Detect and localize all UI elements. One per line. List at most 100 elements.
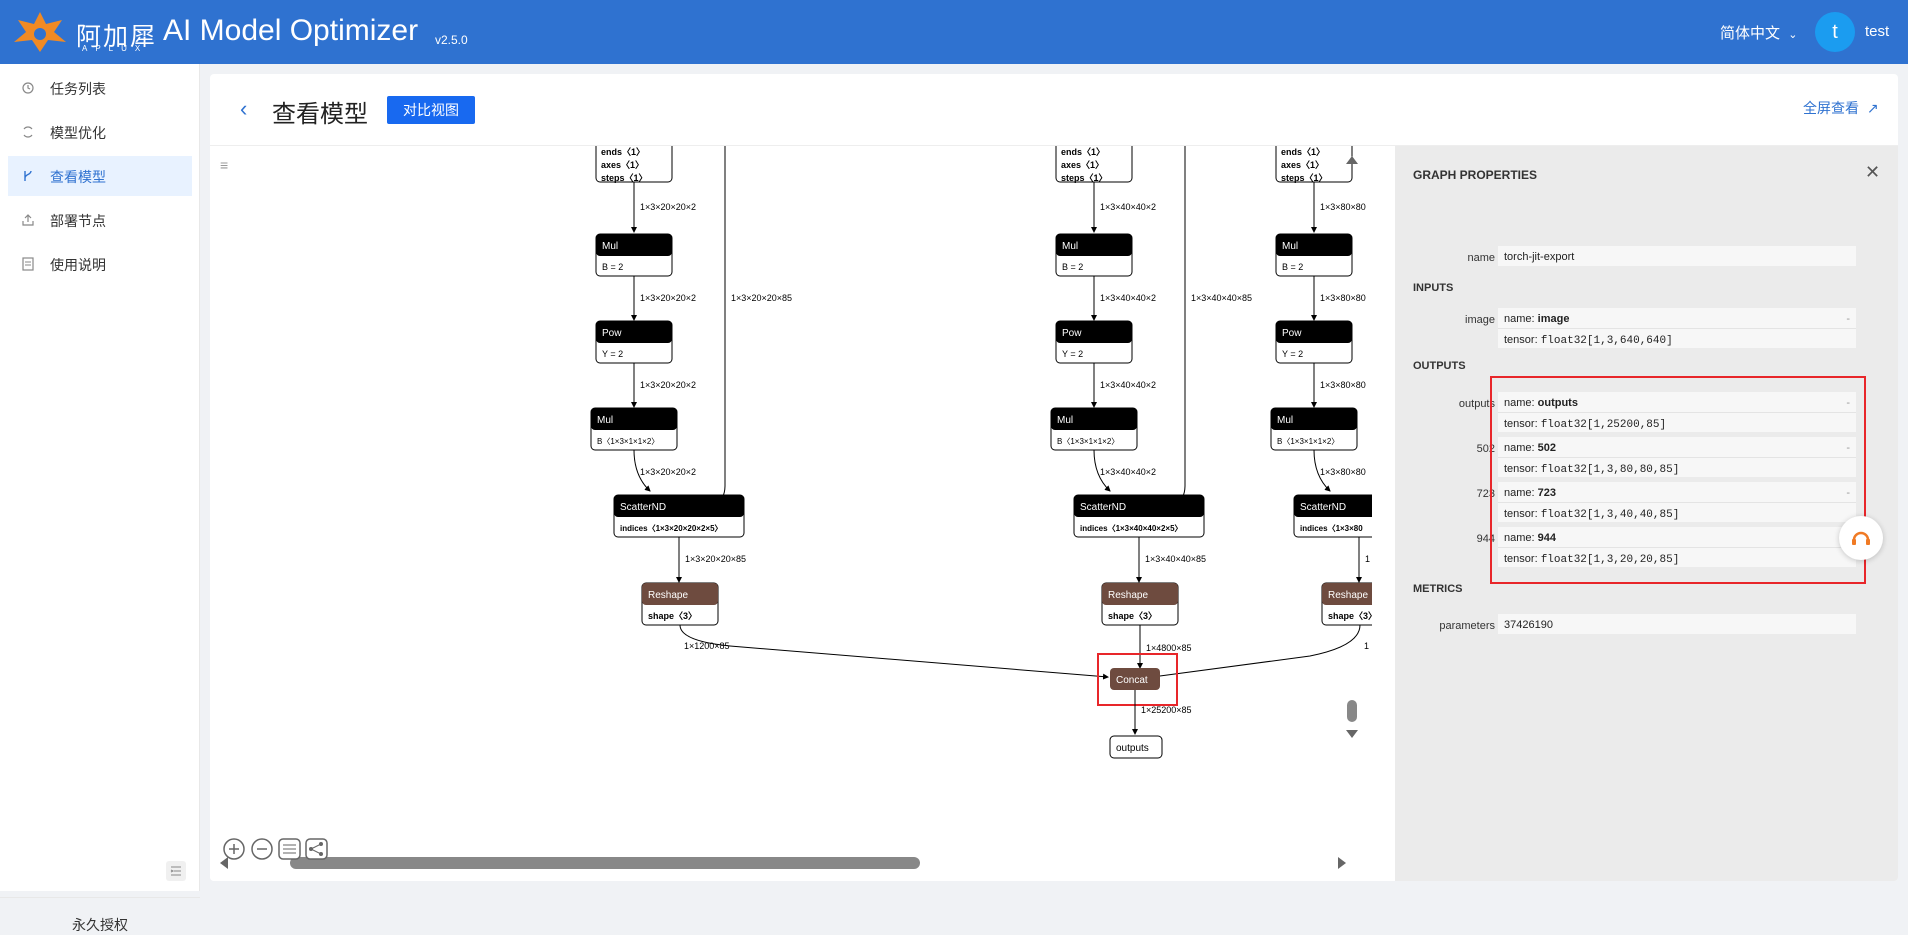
sidebar: 任务列表 模型优化 查看模型 部署节点 使用说明 永久授权 (0, 64, 200, 933)
output-tensor: float32[1,25200,85] (1540, 419, 1667, 431)
license-status[interactable]: 永久授权 (72, 917, 128, 933)
collapse-sidebar-button[interactable] (166, 861, 186, 881)
prop-label: 944 (1476, 533, 1495, 545)
section-title: OUTPUTS (1413, 360, 1466, 372)
section-title: INPUTS (1413, 282, 1454, 294)
name-prefix: name: (1504, 442, 1538, 454)
node-attr: B〈1×3×1×1×2〉 (597, 437, 659, 446)
edge-label: 1×25200×85 (1141, 705, 1192, 715)
main-card: ‹ 查看模型 对比视图 全屏查看 ↗ ≡ ends〈1〉 axes〈1〉 ste… (210, 74, 1898, 881)
edge-label: 1×3×40×40×2 (1100, 380, 1156, 390)
input-tensor: float32[1,3,640,640] (1540, 335, 1673, 347)
node-title: Mul (1277, 415, 1293, 426)
branch-icon (24, 170, 32, 181)
graph-edge (633, 449, 651, 492)
zoom-out-icon[interactable] (251, 838, 273, 860)
document-icon (22, 257, 34, 271)
node-attr: B = 2 (1062, 262, 1083, 272)
model-graph[interactable]: ≡ ends〈1〉 axes〈1〉 steps〈1〉 1×3×20×20×2 1… (210, 146, 1372, 881)
edge-label: 1×1200×85 (684, 641, 730, 651)
node-attr: Y = 2 (1282, 349, 1303, 359)
language-selector[interactable]: 简体中文 ⌄ (1720, 22, 1797, 43)
tensor-prefix: tensor: (1504, 418, 1541, 430)
sidebar-item-tasks[interactable]: 任务列表 (8, 68, 192, 108)
edge-label: 1×3×20×20×2 (640, 467, 696, 477)
sidebar-item-optimize[interactable]: 模型优化 (8, 112, 192, 152)
node-title: Mul (1062, 241, 1078, 252)
edge-label: 1×3×20×20×2 (640, 202, 696, 212)
expand-toggle[interactable]: - (1846, 313, 1850, 325)
prop-value-box: torch-jit-export (1498, 246, 1856, 266)
expand-icon: ↗ (1866, 100, 1879, 116)
graph-canvas[interactable]: ≡ ends〈1〉 axes〈1〉 steps〈1〉 1×3×20×20×2 1… (210, 146, 1372, 881)
node-title: Pow (1062, 328, 1082, 339)
node-title: Reshape (648, 590, 688, 601)
vertical-scrollbar-thumb[interactable] (1347, 700, 1357, 722)
node-attr: axes〈1〉 (1061, 160, 1104, 170)
graph-edge (679, 624, 1109, 680)
output-box[interactable]: name: 723- tensor: float32[1,3,40,40,85] (1498, 482, 1856, 522)
customer-service-button[interactable] (1839, 516, 1883, 560)
sidebar-item-label: 部署节点 (50, 213, 106, 229)
fullscreen-button[interactable]: 全屏查看 ↗ (1803, 98, 1879, 118)
node-title: Mul (1057, 415, 1073, 426)
node-concat[interactable] (1110, 668, 1160, 690)
sidebar-item-label: 使用说明 (50, 257, 106, 273)
node-attr: ends〈1〉 (1281, 147, 1325, 157)
sidebar-item-deploy[interactable]: 部署节点 (8, 200, 192, 240)
app-title: AI Model Optimizer (163, 14, 419, 47)
list-collapse-icon (170, 866, 181, 876)
name-prefix: name: (1504, 397, 1538, 409)
page-title: 查看模型 (272, 101, 368, 128)
prop-label: outputs (1458, 398, 1495, 410)
menu-icon[interactable]: ≡ (220, 157, 228, 173)
scroll-down-icon[interactable] (1346, 730, 1358, 738)
graph-edge (1093, 449, 1111, 492)
node-attr: ends〈1〉 (1061, 147, 1105, 157)
edge-label: 1×3×40×40×2 (1100, 467, 1156, 477)
node-title: Mul (602, 241, 618, 252)
avatar[interactable]: t (1815, 12, 1855, 52)
compare-view-button[interactable]: 对比视图 (387, 96, 475, 124)
share-icon[interactable] (305, 838, 328, 860)
outputs-highlight-box (1490, 376, 1866, 584)
graph-name-value: torch-jit-export (1504, 251, 1575, 263)
output-box[interactable]: name: 502- tensor: float32[1,3,80,80,85] (1498, 437, 1856, 477)
input-box[interactable]: name: image- tensor: float32[1,3,640,640… (1498, 308, 1856, 348)
edge-label: 1 (1364, 641, 1369, 651)
output-name: 944 (1537, 532, 1556, 544)
expand-toggle[interactable]: - (1846, 397, 1850, 409)
node-attr: shape〈3〉 (1328, 611, 1372, 621)
chevron-down-icon: ⌄ (1788, 29, 1798, 41)
output-box[interactable]: name: 944 tensor: float32[1,3,20,20,85] (1498, 527, 1856, 567)
zoom-in-icon[interactable] (223, 838, 245, 860)
close-icon[interactable]: ✕ (1865, 162, 1881, 182)
edge-label: 1×3×80×80 (1320, 202, 1366, 212)
scroll-right-icon[interactable] (1338, 857, 1346, 869)
sidebar-item-docs[interactable]: 使用说明 (8, 244, 192, 284)
node-attr: steps〈1〉 (1281, 173, 1328, 183)
graph-properties-panel: GRAPH PROPERTIES ✕ name torch-jit-export… (1395, 146, 1898, 881)
tensor-prefix: tensor: (1504, 334, 1541, 346)
upload-icon (22, 214, 34, 226)
node-title: Concat (1116, 675, 1148, 686)
prop-value-box: 37426190 (1498, 614, 1856, 634)
brand-cn: 阿加犀 (76, 23, 158, 51)
brand-en: APLUX (82, 44, 149, 53)
output-name: 723 (1537, 487, 1556, 499)
scroll-left-icon[interactable] (220, 857, 228, 869)
expand-toggle[interactable]: - (1846, 442, 1850, 454)
horizontal-scrollbar-thumb[interactable] (290, 857, 920, 869)
node-output[interactable] (1109, 735, 1163, 759)
list-icon[interactable] (278, 838, 301, 860)
sidebar-item-view-model[interactable]: 查看模型 (8, 156, 192, 196)
expand-toggle[interactable]: - (1846, 487, 1850, 499)
output-name: outputs (1537, 397, 1578, 409)
username[interactable]: test (1865, 23, 1890, 40)
output-box[interactable]: name: outputs - tensor: float32[1,25200,8… (1498, 392, 1856, 432)
output-tensor: float32[1,3,80,80,85] (1540, 464, 1680, 476)
page-header: ‹ 查看模型 对比视图 全屏查看 ↗ (210, 74, 1898, 146)
sidebar-item-label: 查看模型 (50, 169, 106, 185)
scroll-up-icon[interactable] (1346, 156, 1358, 164)
back-icon[interactable]: ‹ (240, 96, 248, 121)
